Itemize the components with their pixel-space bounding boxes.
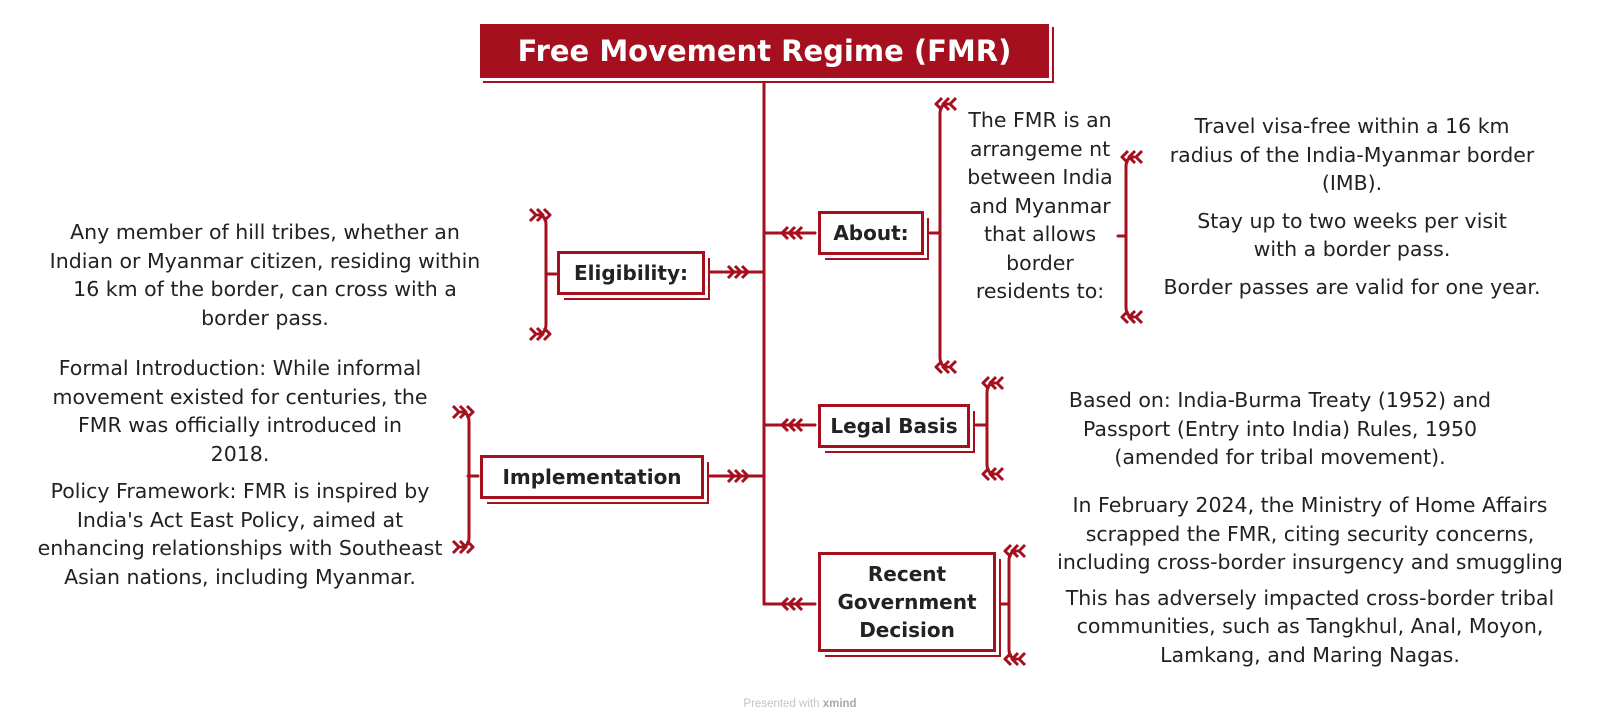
about-points: Travel visa-free within a 16 km radius o… xyxy=(1162,112,1542,301)
central-topic[interactable]: Free Movement Regime (FMR) xyxy=(480,24,1049,78)
topic-implementation[interactable]: Implementation xyxy=(480,455,704,499)
about-point: Border passes are valid for one year. xyxy=(1163,274,1541,299)
topic-recent-decision[interactable]: Recent Government Decision xyxy=(818,552,996,652)
about-point: Travel visa-free within a 16 km radius o… xyxy=(1169,114,1535,195)
topic-legal-basis[interactable]: Legal Basis xyxy=(818,404,970,448)
topic-about[interactable]: About: xyxy=(818,211,924,255)
xmind-logo-text: xmind xyxy=(822,698,857,710)
recent-points: In February 2024, the Ministry of Home A… xyxy=(1040,491,1580,669)
implementation-point: Formal Introduction: While informal move… xyxy=(52,356,428,466)
eligibility-text: Any member of hill tribes, whether an In… xyxy=(49,220,481,330)
legal-basis-text: Based on: India-Burma Treaty (1952) and … xyxy=(1068,388,1492,469)
about-intro-text: The FMR is an arrangeme nt between India… xyxy=(967,108,1113,303)
recent-point: In February 2024, the Ministry of Home A… xyxy=(1057,493,1563,574)
topic-eligibility[interactable]: Eligibility: xyxy=(557,251,705,295)
footer-prefix: Presented with xyxy=(743,698,820,710)
implementation-point: Policy Framework: FMR is inspired by Ind… xyxy=(37,479,443,589)
implementation-points: Formal Introduction: While informal move… xyxy=(30,354,450,591)
footer-credit: Presented with xmind xyxy=(0,698,1600,710)
recent-point: This has adversely impacted cross-border… xyxy=(1065,585,1555,667)
about-point: Stay up to two weeks per visit with a bo… xyxy=(1197,208,1507,262)
